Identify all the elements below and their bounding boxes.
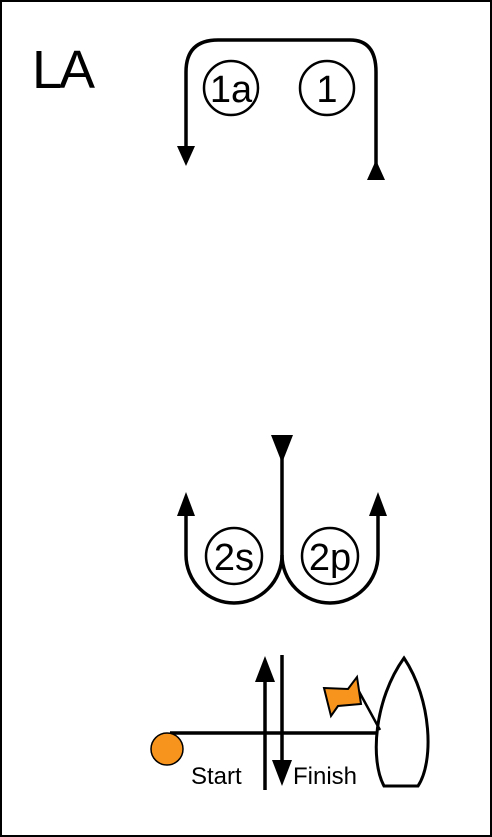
- gate-2s-exit-arrowhead: [177, 492, 195, 516]
- gate-1-rounding-path: [184, 38, 378, 168]
- course-code: LA: [32, 40, 95, 100]
- gate-2-entry-arrowhead: [271, 435, 293, 463]
- mark-1: 1: [298, 59, 356, 117]
- mark-1a: 1a: [202, 59, 260, 117]
- start-direction-arrowhead: [255, 656, 275, 682]
- gate-2-rounding-path: [184, 448, 380, 605]
- mark-2p: 2p: [300, 526, 360, 586]
- start-label: Start: [191, 763, 242, 790]
- finish-direction-arrowhead: [272, 760, 292, 786]
- gate-1-exit-arrowhead: [177, 146, 195, 166]
- gate-1-entry-arrowhead: [367, 160, 385, 180]
- flag-icon: [322, 674, 363, 719]
- mark-2p-buoy: [300, 526, 360, 586]
- mark-2s: 2s: [204, 526, 264, 586]
- finish-label: Finish: [293, 763, 357, 790]
- mark-1a-buoy: [202, 59, 260, 117]
- mark-2s-buoy: [204, 526, 264, 586]
- mark-1a-label: 1a: [210, 69, 253, 111]
- pin-end-buoy: [150, 732, 184, 766]
- mark-2p-label: 2p: [309, 537, 351, 579]
- mark-2s-label: 2s: [214, 537, 254, 579]
- gate-2p-exit-arrowhead: [369, 492, 387, 516]
- mark-1-label: 1: [316, 69, 337, 111]
- mark-1-buoy: [298, 59, 356, 117]
- committee-boat: [374, 655, 430, 788]
